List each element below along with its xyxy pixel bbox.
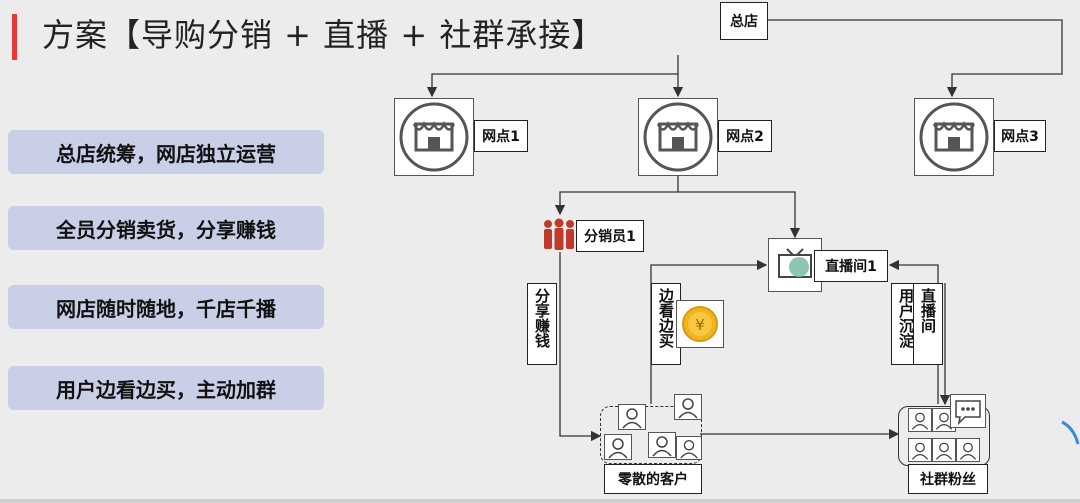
- chat-node: [950, 394, 986, 428]
- coin-icon: ¥: [682, 306, 718, 342]
- store-3-label: 网点3: [994, 120, 1046, 152]
- fan-avatar: [956, 438, 980, 462]
- customer-avatar: [648, 432, 676, 458]
- fan-avatar: [932, 438, 956, 462]
- fan-avatar: [908, 408, 932, 432]
- point-item-2: 全员分销卖货，分享赚钱: [8, 206, 324, 250]
- coin-symbol: ¥: [695, 316, 705, 334]
- point-item-3: 网店随时随地，千店千播: [8, 285, 324, 329]
- customer-avatar: [676, 436, 702, 460]
- store-1-label: 网点1: [474, 120, 528, 152]
- store-3-node: [914, 98, 994, 176]
- coin-node: ¥: [676, 300, 724, 348]
- store-1-node: [394, 98, 474, 176]
- live-stream-label: 直播间: [913, 283, 943, 365]
- user-icon: [608, 438, 628, 459]
- decorative-arc: [1061, 420, 1080, 445]
- customer-avatar: [604, 434, 632, 460]
- shop-icon: [399, 102, 469, 172]
- point-item-1: 总店统筹，网店独立运营: [8, 130, 324, 174]
- user-icon: [622, 408, 642, 429]
- user-icon: [911, 412, 929, 430]
- tv-icon: [778, 248, 812, 278]
- store-2-node: [638, 98, 718, 176]
- scattered-customers-group: [600, 406, 702, 464]
- share-earn-label: 分享赚钱: [527, 283, 557, 365]
- title-accent-bar: [12, 14, 17, 60]
- distributor-label: 分销员1: [576, 220, 644, 252]
- live-room-node: [768, 238, 822, 292]
- community-fans-label: 社群粉丝: [908, 464, 988, 494]
- chat-icon: [955, 400, 981, 426]
- shop-icon: [643, 102, 713, 172]
- distributor-node: [540, 216, 578, 252]
- user-icon: [652, 436, 672, 457]
- user-icon: [680, 439, 698, 459]
- live-room-label: 直播间1: [814, 250, 888, 282]
- customer-avatar: [618, 404, 646, 430]
- fan-avatar: [908, 438, 932, 462]
- team-icon: [544, 218, 574, 250]
- user-icon: [911, 442, 929, 460]
- customer-avatar: [674, 394, 702, 420]
- bottom-divider: [0, 499, 1080, 503]
- page-title: 方案【导购分销 + 直播 + 社群承接】: [42, 16, 605, 54]
- user-icon: [935, 442, 953, 460]
- user-icon: [678, 398, 698, 419]
- point-item-4: 用户边看边买，主动加群: [8, 366, 324, 410]
- scattered-customers-label: 零散的客户: [604, 464, 702, 494]
- hq-node: 总店: [720, 2, 768, 40]
- user-icon: [959, 442, 977, 460]
- store-2-label: 网点2: [718, 120, 772, 152]
- shop-icon: [919, 102, 989, 172]
